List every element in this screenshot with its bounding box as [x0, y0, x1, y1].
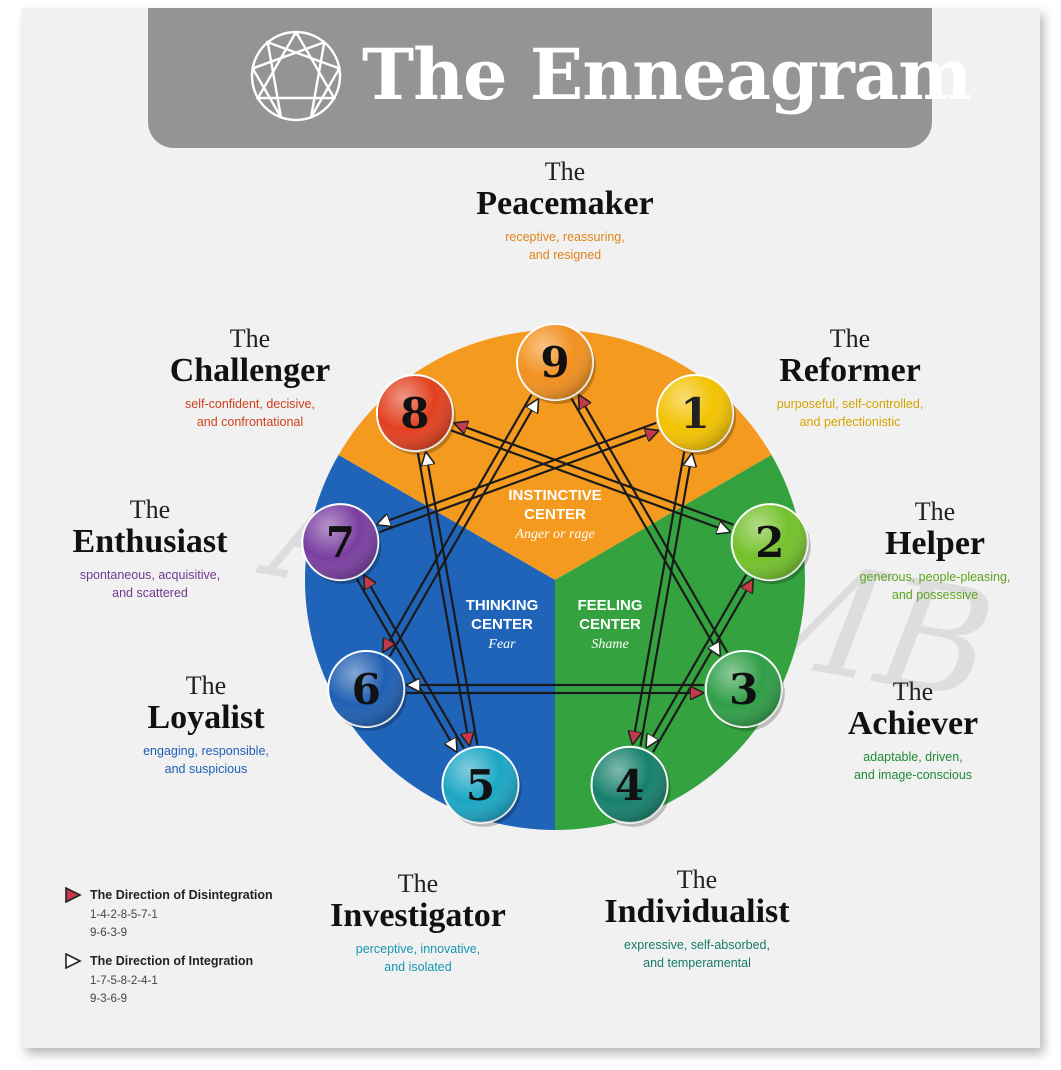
type-name: Individualist	[604, 893, 790, 930]
center-emotion-feeling: Shame	[591, 637, 628, 652]
type-article: The	[914, 497, 956, 526]
type-node-number-8: 8	[400, 389, 429, 438]
type-article: The	[129, 495, 171, 524]
type-traits: engaging, responsible,and suspicious	[143, 744, 269, 776]
center-emotion-thinking: Fear	[487, 637, 516, 652]
center-label-feeling-1: FEELING	[577, 597, 642, 614]
type-node-1: 1	[656, 374, 737, 456]
disintegration-arrow-1-to-4	[633, 451, 686, 744]
type-node-8: 8	[375, 374, 456, 456]
legend-disintegration-seq-1: 1-4-2-8-5-7-1	[90, 909, 158, 921]
disintegration-arrow-icon	[65, 887, 82, 903]
type-name: Loyalist	[147, 699, 265, 736]
type-node-2: 2	[730, 503, 811, 585]
type-node-number-5: 5	[466, 761, 495, 810]
type-node-number-4: 4	[615, 761, 644, 810]
integration-arrow-2-to-4	[647, 574, 748, 748]
integration-arrow-9-to-3	[570, 398, 720, 656]
legend-disintegration-seq-2: 9-6-3-9	[90, 927, 128, 939]
legend-integration-label: The Direction of Integration	[90, 954, 254, 968]
integration-arrow-1-to-7	[378, 421, 657, 525]
center-label-instinctive-2: CENTER	[524, 506, 586, 523]
center-label-instinctive-1: INSTINCTIVE	[508, 487, 601, 504]
integration-arrow-7-to-5	[355, 578, 457, 752]
legend-integration: The Direction of Integration 1-7-5-8-2-4…	[64, 950, 273, 1008]
integration-arrow-icon	[65, 953, 82, 969]
type-article: The	[397, 869, 439, 898]
type-name: Enthusiast	[72, 523, 228, 560]
center-label-thinking-2: CENTER	[471, 616, 533, 633]
center-label-feeling-2: CENTER	[579, 616, 641, 633]
disintegration-arrow-7-to-1	[378, 431, 658, 534]
disintegration-arrow-5-to-7	[364, 576, 465, 749]
type-traits: perceptive, innovative,and isolated	[355, 942, 481, 974]
legend-disintegration-label: The Direction of Disintegration	[90, 888, 273, 902]
type-node-7: 7	[301, 503, 382, 585]
type-node-number-1: 1	[681, 389, 710, 438]
integration-arrow-5-to-8	[426, 453, 479, 745]
type-article: The	[676, 865, 718, 894]
type-article: The	[829, 324, 871, 353]
type-node-4: 4	[590, 745, 671, 827]
type-name: Helper	[884, 525, 986, 562]
disintegration-arrow-2-to-8	[455, 423, 734, 526]
type-traits: generous, people-pleasing,and possessive	[859, 570, 1011, 602]
type-name: Challenger	[169, 352, 331, 389]
disintegration-arrow-4-to-2	[652, 580, 753, 753]
center-label-thinking-1: THINKING	[466, 597, 539, 614]
legend-disintegration: The Direction of Disintegration 1-4-2-8-…	[64, 884, 273, 942]
type-node-number-2: 2	[755, 518, 784, 567]
disintegration-arrow-3-to-9	[579, 396, 729, 653]
type-article: The	[892, 677, 934, 706]
legend-integration-seq-2: 9-3-6-9	[90, 993, 128, 1005]
integration-arrow-6-to-9	[388, 400, 538, 657]
integration-arrow-4-to-1	[639, 454, 692, 747]
type-traits: expressive, self-absorbed,and temperamen…	[624, 938, 770, 970]
type-article: The	[229, 324, 271, 353]
type-article: The	[544, 157, 586, 186]
disintegration-arrow-9-to-6	[383, 394, 533, 652]
title-banner	[148, 8, 932, 148]
legend-integration-seq-1: 1-7-5-8-2-4-1	[90, 975, 158, 987]
type-name: Reformer	[779, 352, 921, 389]
type-name: Peacemaker	[476, 185, 654, 222]
disintegration-arrow-8-to-5	[416, 452, 470, 745]
type-node-6: 6	[327, 650, 408, 731]
type-traits: adaptable, driven,and image-conscious	[853, 750, 973, 782]
type-node-5: 5	[441, 745, 522, 827]
type-name: Investigator	[330, 897, 506, 934]
type-node-number-7: 7	[326, 518, 355, 567]
enneagram-logo-icon	[250, 30, 342, 122]
legend: The Direction of Disintegration 1-4-2-8-…	[64, 884, 273, 1016]
center-emotion-instinctive: Anger or rage	[514, 527, 594, 542]
type-name: Achiever	[847, 705, 979, 742]
type-traits: spontaneous, acquisitive,and scattered	[79, 568, 221, 600]
type-node-number-9: 9	[540, 338, 569, 387]
type-node-9: 9	[516, 323, 596, 404]
type-article: The	[185, 671, 227, 700]
type-node-number-6: 6	[352, 665, 381, 714]
type-traits: purposeful, self-controlled,and perfecti…	[776, 397, 924, 429]
type-node-number-3: 3	[729, 665, 758, 714]
type-traits: self-confident, decisive,and confrontati…	[185, 397, 315, 429]
type-node-3: 3	[704, 650, 785, 731]
page-title: The Enneagram	[362, 33, 972, 116]
integration-arrow-8-to-2	[450, 429, 730, 532]
type-traits: receptive, reassuring,and resigned	[505, 230, 625, 262]
